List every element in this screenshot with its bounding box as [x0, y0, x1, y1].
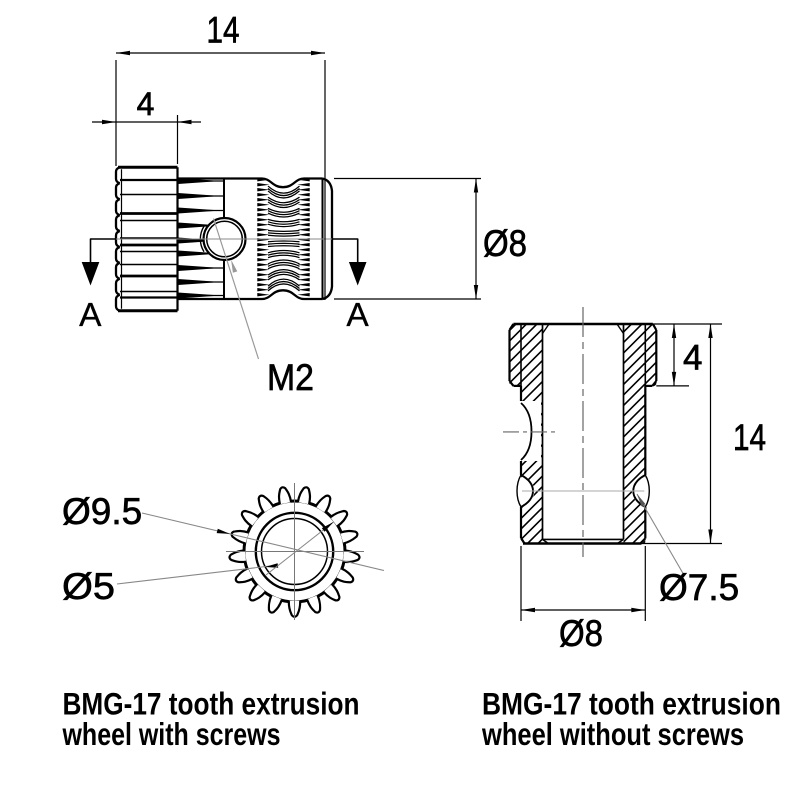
svg-text:Ø7.5: Ø7.5	[659, 567, 739, 608]
svg-text:Ø5: Ø5	[62, 566, 115, 607]
svg-text:BMG-17 tooth extrusion: BMG-17 tooth extrusion	[63, 686, 360, 722]
svg-text:14: 14	[733, 417, 766, 458]
svg-text:wheel with screws: wheel with screws	[62, 716, 281, 752]
svg-text:M2: M2	[267, 357, 314, 398]
svg-text:14: 14	[207, 10, 240, 51]
svg-text:Ø8: Ø8	[483, 223, 527, 264]
svg-text:BMG-17 tooth extrusion: BMG-17 tooth extrusion	[482, 686, 781, 722]
svg-text:Ø9.5: Ø9.5	[62, 491, 142, 532]
svg-text:4: 4	[683, 339, 702, 378]
svg-text:4: 4	[137, 86, 155, 122]
svg-text:A: A	[79, 297, 102, 334]
svg-text:A: A	[346, 297, 369, 334]
svg-text:wheel without screws: wheel without screws	[481, 716, 744, 752]
svg-text:Ø8: Ø8	[559, 613, 603, 654]
